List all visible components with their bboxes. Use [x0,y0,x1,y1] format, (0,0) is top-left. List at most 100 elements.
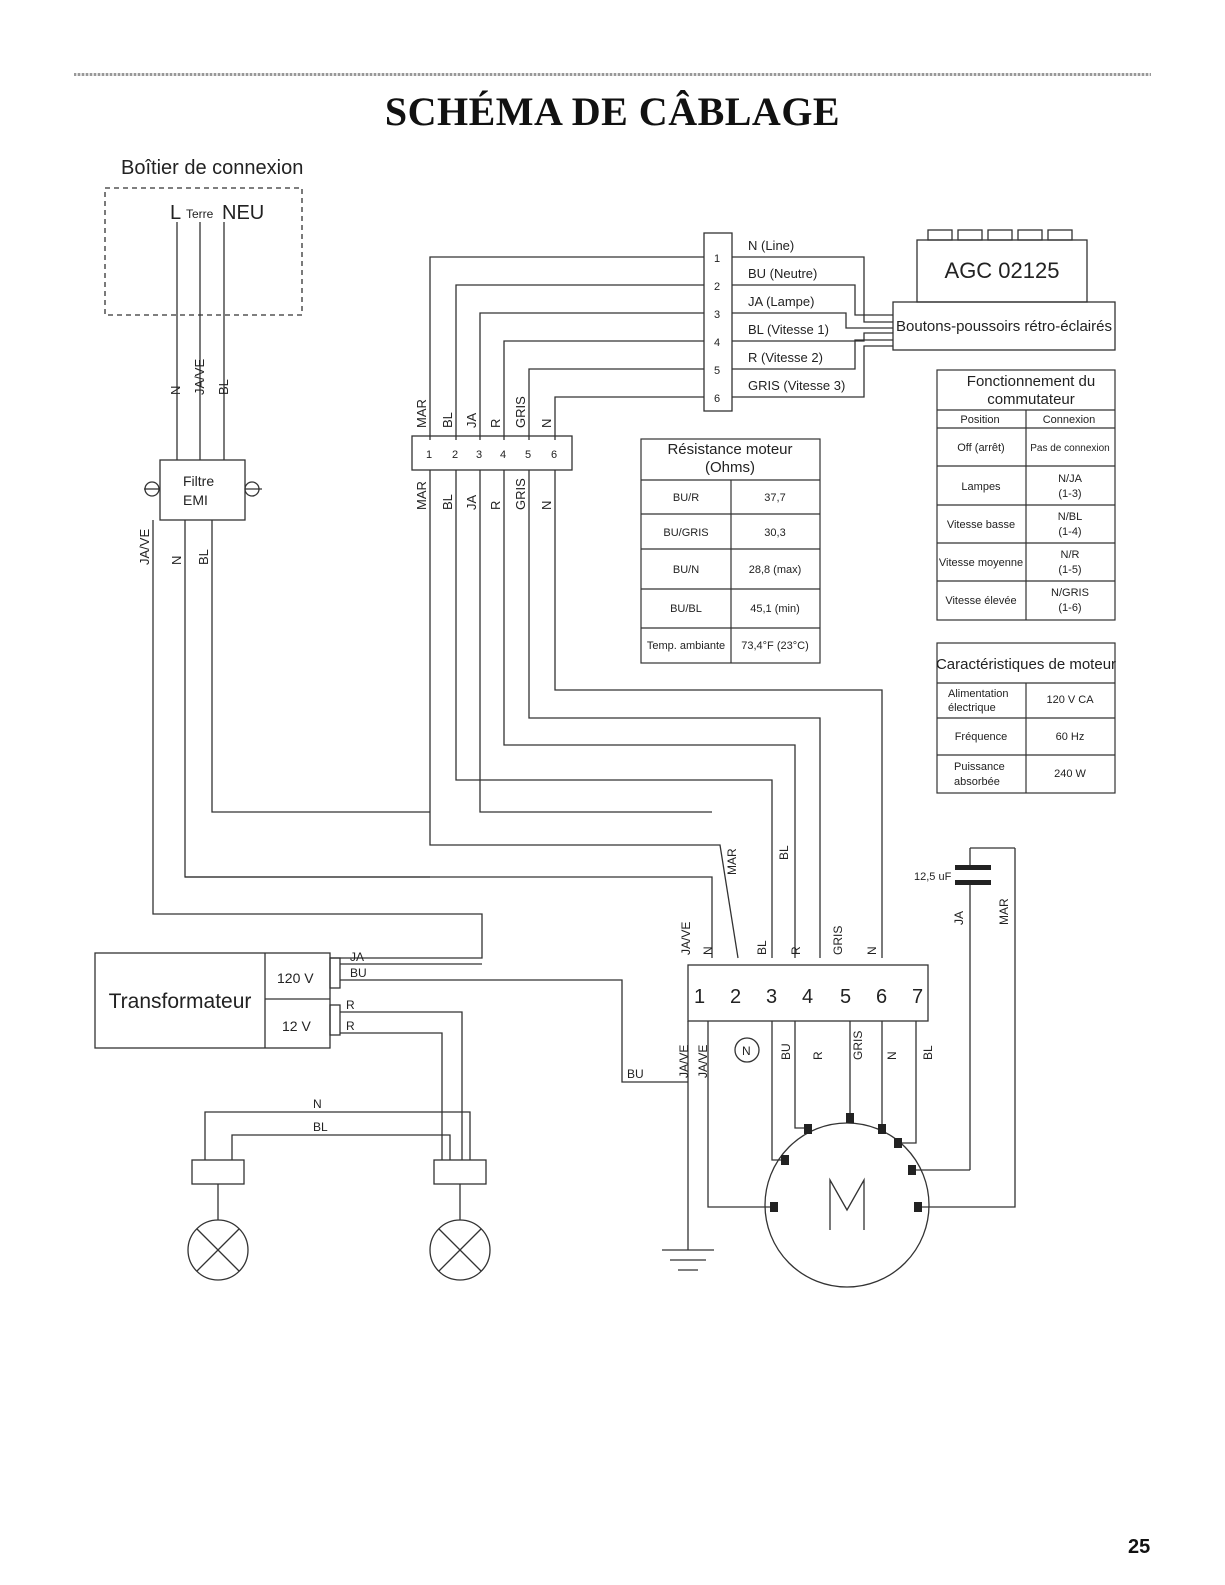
switch-wire-bu: BU [627,1067,644,1081]
box-wire-bl: BL [216,379,231,395]
label-terre: Terre [186,207,214,221]
term-label-1: N (Line) [748,238,794,253]
emi-wire-javeg: JA/VE [137,529,152,565]
lamp-socket-right [433,1159,487,1185]
res-row-4-b: 45,1 (min) [750,603,800,615]
term-num-2: 2 [714,281,720,293]
term-label-2: BU (Neutre) [748,266,817,281]
sw-term-7: 7 [912,986,923,1008]
junction-box-title: Boîtier de connexion [121,157,303,179]
sw-term-4: 4 [802,986,813,1008]
motor-row-3-a2: absorbée [954,776,1000,788]
res-row-2-b: 30,3 [764,527,785,539]
resistance-title-1: Résistance moteur [667,441,792,458]
sw-term-2: 2 [730,986,741,1008]
conn-pin-2: 2 [452,449,458,461]
transformer-box [94,952,331,1049]
switch-row-4-c2: (1-5) [1058,564,1081,576]
sw-term-6: 6 [876,986,887,1008]
res-row-5-b: 73,4°F (23°C) [741,640,809,652]
conn-top-gris: GRIS [513,396,528,428]
lamp-wire-bl: BL [313,1120,328,1134]
cap-wire-mar: MAR [997,898,1011,925]
conn-bot-bl: BL [440,494,455,510]
sw-term-3: 3 [766,986,777,1008]
switch-neon-label: N [742,1044,751,1058]
switch-row-1-pos: Off (arrêt) [957,442,1004,454]
term-label-6: GRIS (Vitesse 3) [748,378,845,393]
transformer-120v: 120 V [277,970,314,986]
switch-row-4-c1: N/R [1061,549,1080,561]
conn-bot-n: N [539,501,554,510]
switch-row-3-c1: N/BL [1058,511,1082,523]
res-row-3-a: BU/N [673,564,699,576]
sw-top-bl: BL [755,940,769,955]
lamp-socket-left [191,1159,245,1185]
conn-top-n: N [539,419,554,428]
transformer-12v: 12 V [282,1018,311,1034]
emi-mount-left-icon [144,481,160,497]
conn-bot-ja: JA [464,495,479,511]
switch-row-3-c2: (1-4) [1058,526,1081,538]
motor-row-3-a1: Puissance [954,761,1005,773]
conn-bot-mar: MAR [414,481,429,510]
resistance-title-2: (Ohms) [705,459,755,476]
emi-label-1: Filtre [183,473,214,489]
term-num-4: 4 [714,337,720,349]
switch-table-title-1: Fonctionnement du [967,373,1095,390]
motor-row-1-a2: électrique [948,702,996,714]
transformer-wire-bu: BU [350,966,367,980]
term-num-3: 3 [714,309,720,321]
sw-bot-bu: BU [779,1043,793,1060]
term-label-5: R (Vitesse 2) [748,350,823,365]
speed-switch [687,964,929,1022]
label-l: L [170,202,181,224]
pushbuttons-label: Boutons-poussoirs rétro-éclairés [896,318,1112,335]
res-row-4-a: BU/BL [670,603,702,615]
term-label-4: BL (Vitesse 1) [748,322,829,337]
motor-icon [764,1122,930,1288]
transformer-wire-ja: JA [350,950,364,964]
conn-bot-gris: GRIS [513,478,528,510]
conn-pin-3: 3 [476,449,482,461]
sw-bot-r: R [811,1051,825,1060]
pushbuttons-box [892,301,1116,351]
switch-row-1-c1: Pas de connexion [1030,443,1110,454]
switch-neon-icon [734,1037,760,1063]
page-title: SCHÉMA DE CÂBLAGE [384,89,841,134]
motor-row-3-b: 240 W [1054,768,1086,780]
sw-top-gris: GRIS [831,926,845,955]
term-num-5: 5 [714,365,720,377]
motor-row-1-a1: Alimentation [948,688,1009,700]
sw-top-r: R [789,946,803,955]
conn-pin-4: 4 [500,449,506,461]
emi-wire-n: N [169,556,184,565]
emi-filter-box [159,459,246,521]
box-wire-n: N [168,386,183,395]
transformer-wire-r1: R [346,998,355,1012]
res-row-5-a: Temp. ambiante [647,640,725,652]
mid-label-bl: BL [777,845,791,860]
cap-wire-ja: JA [952,911,966,925]
label-neu: NEU [222,202,264,224]
switch-table-title-2: commutateur [987,391,1075,408]
switch-row-5-c2: (1-6) [1058,602,1081,614]
capacitor-label: 12,5 uF [914,871,952,883]
emi-wire-bl: BL [196,549,211,565]
switch-row-5-pos: Vitesse élevée [945,595,1016,607]
res-row-1-a: BU/R [673,492,699,504]
sw-top-javeg: JA/VE [679,922,693,955]
switch-row-3-pos: Vitesse basse [947,519,1015,531]
fuse-label: AGC 02125 [945,258,1060,283]
res-row-3-b: 28,8 (max) [749,564,802,576]
conn-pin-5: 5 [525,449,531,461]
switch-row-5-c1: N/GRIS [1051,587,1089,599]
lamp-left-icon [187,1219,249,1281]
conn-pin-1: 1 [426,449,432,461]
conn-top-ja: JA [464,413,479,429]
res-row-2-a: BU/GRIS [663,527,708,539]
connector-6pin [411,435,573,471]
term-num-1: 1 [714,253,720,265]
page-number: 25 [1128,1536,1151,1558]
